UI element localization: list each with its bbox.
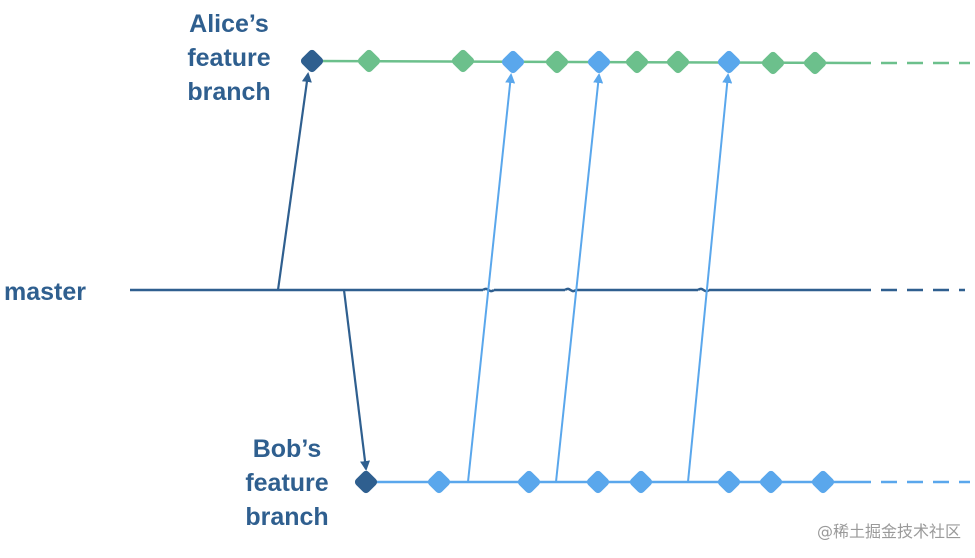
bob-commit [759,470,783,494]
branch-arrow-bob [342,289,370,471]
bob-label-line-3: branch [245,503,329,531]
watermark: @稀土掘金技术社区 [816,522,961,541]
alice-branch-label: Alice’s feature branch [170,7,288,109]
alice-commit [666,50,690,74]
master-label: master [4,278,86,306]
bob-branch-start-commit [354,470,378,494]
alice-commit [545,50,569,74]
alice-commit [451,49,475,73]
alice-branch-start-commit [300,49,324,73]
alice-label-line-2: feature [187,44,271,72]
bob-commit [517,470,541,494]
bob-commit [811,470,835,494]
alice-commits [300,49,827,75]
alice-commit [761,51,785,75]
bob-commits [354,470,835,494]
alice-merged-commit [717,50,741,74]
bob-label-line-2: feature [245,469,329,497]
branch-arrow-alice [276,72,312,291]
bob-commit [629,470,653,494]
merge-arrow-1 [467,73,516,483]
merge-arrow-2 [555,73,604,483]
alice-merged-commit [587,50,611,74]
alice-commit [357,49,381,73]
alice-commit [625,50,649,74]
merge-arrow-3 [687,73,733,483]
alice-label-line-3: branch [187,78,271,106]
alice-label-line-1: Alice’s [189,10,269,38]
master-line [130,287,965,293]
bob-commit [586,470,610,494]
bob-commit [717,470,741,494]
bob-label-line-1: Bob’s [252,435,322,463]
alice-merged-commit [501,50,525,74]
bob-branch-label: Bob’s feature branch [228,432,346,534]
bob-commit [427,470,451,494]
alice-commit [803,51,827,75]
